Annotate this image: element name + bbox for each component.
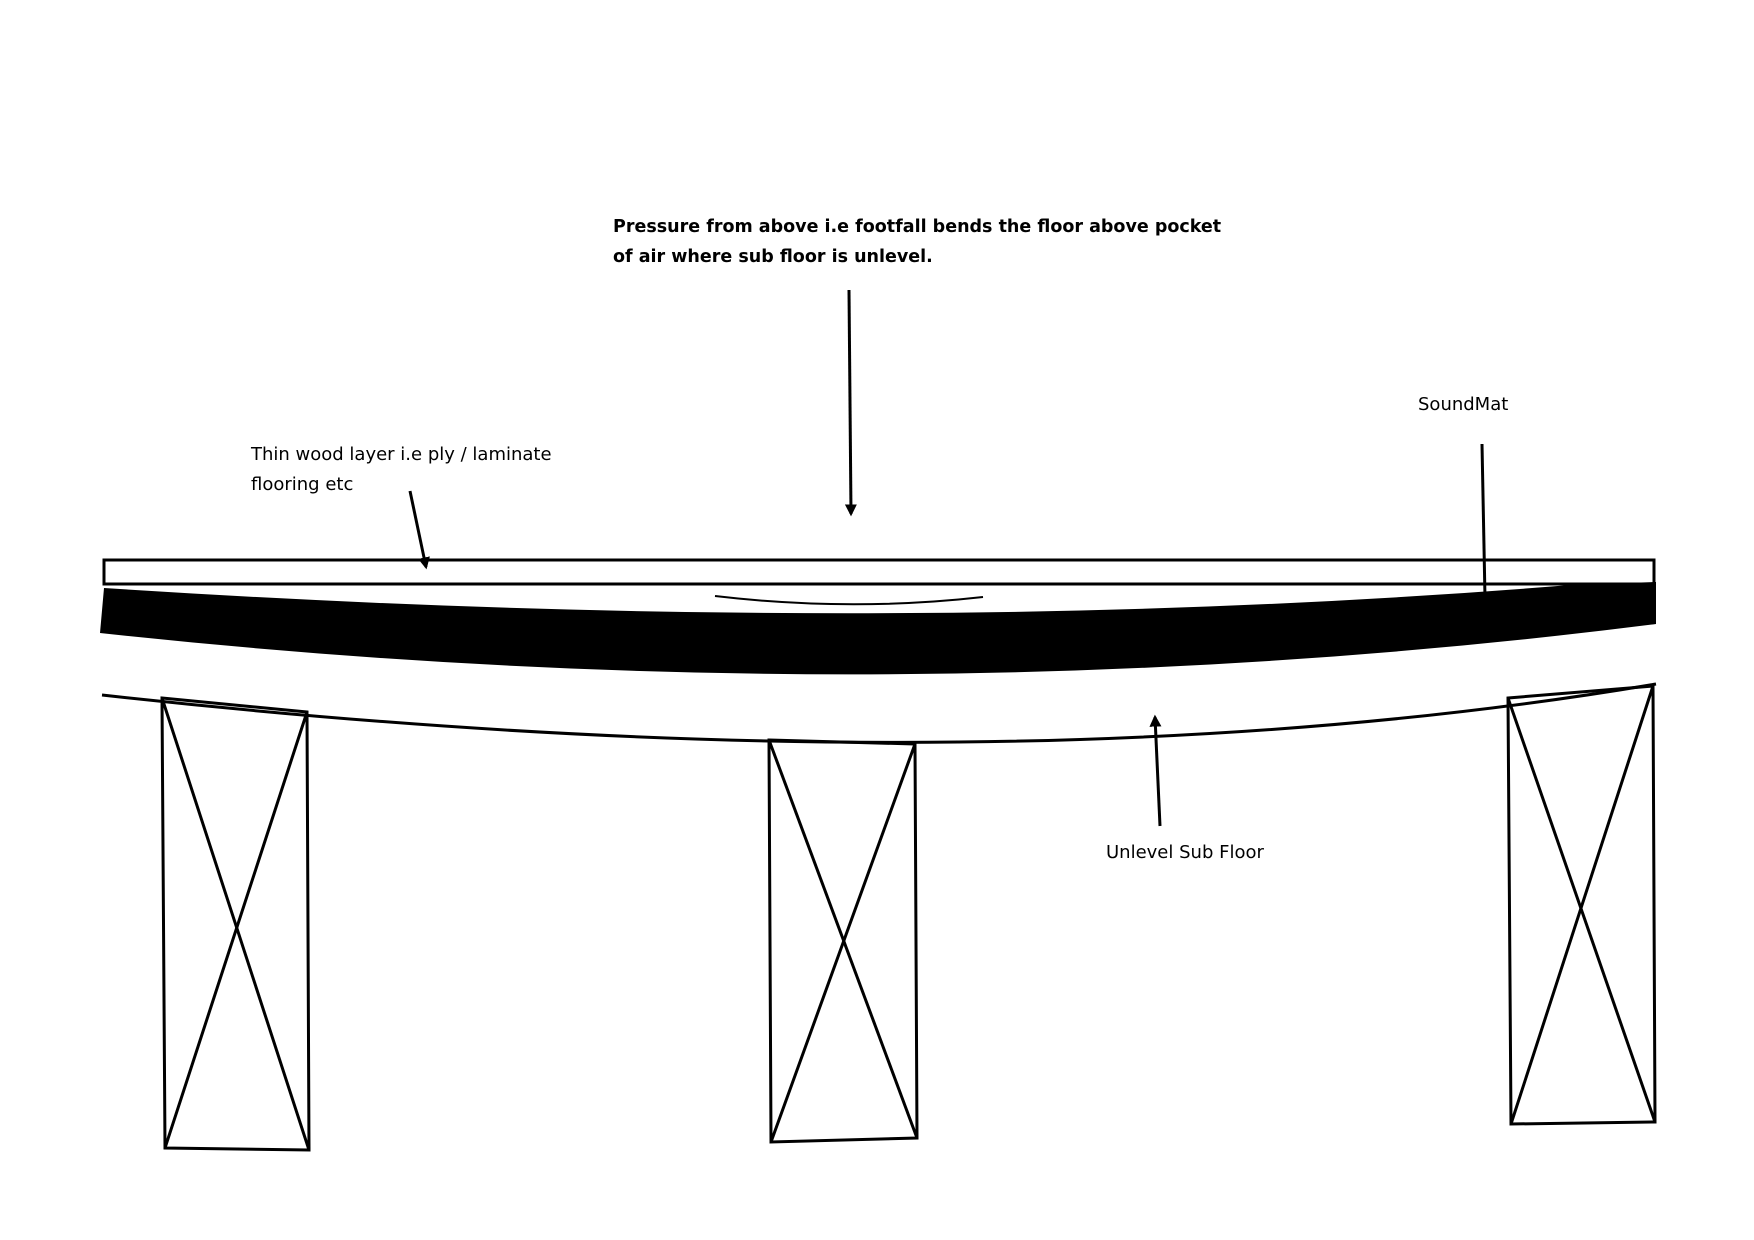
thin-wood-layer [102,558,1656,586]
subfloor-annotation-text: Unlevel Sub Floor [1106,842,1264,863]
air-pocket-bend-line [714,614,984,624]
soundmat-leader-line [1480,443,1487,599]
soundmat-layer [100,582,1656,675]
unlevel-subfloor-line [101,682,1657,744]
thin-wood-annotation-line1: Thin wood layer i.e ply / laminate [251,444,552,465]
pressure-arrow [844,289,857,517]
pressure-annotation-line2: of air where sub floor is unlevel. [613,247,933,267]
pressure-annotation-line1: Pressure from above i.e footfall bends t… [613,217,1222,237]
subfloor-annotation: Unlevel Sub Floor [1106,838,1264,868]
air-pocket-bend-line [714,595,984,606]
joist-middle [767,738,919,1144]
thin-wood-annotation: Thin wood layer i.e ply / laminate floor… [251,440,552,500]
joist-left [160,696,311,1152]
thin-wood-arrow [408,490,430,570]
soundmat-annotation-text: SoundMat [1418,394,1509,415]
subfloor-arrow [1149,714,1162,827]
soundmat-annotation: SoundMat [1418,390,1508,420]
thin-wood-annotation-line2: flooring etc [251,474,354,495]
joist-right [1506,684,1657,1126]
pressure-annotation: Pressure from above i.e footfall bends t… [613,212,1221,272]
